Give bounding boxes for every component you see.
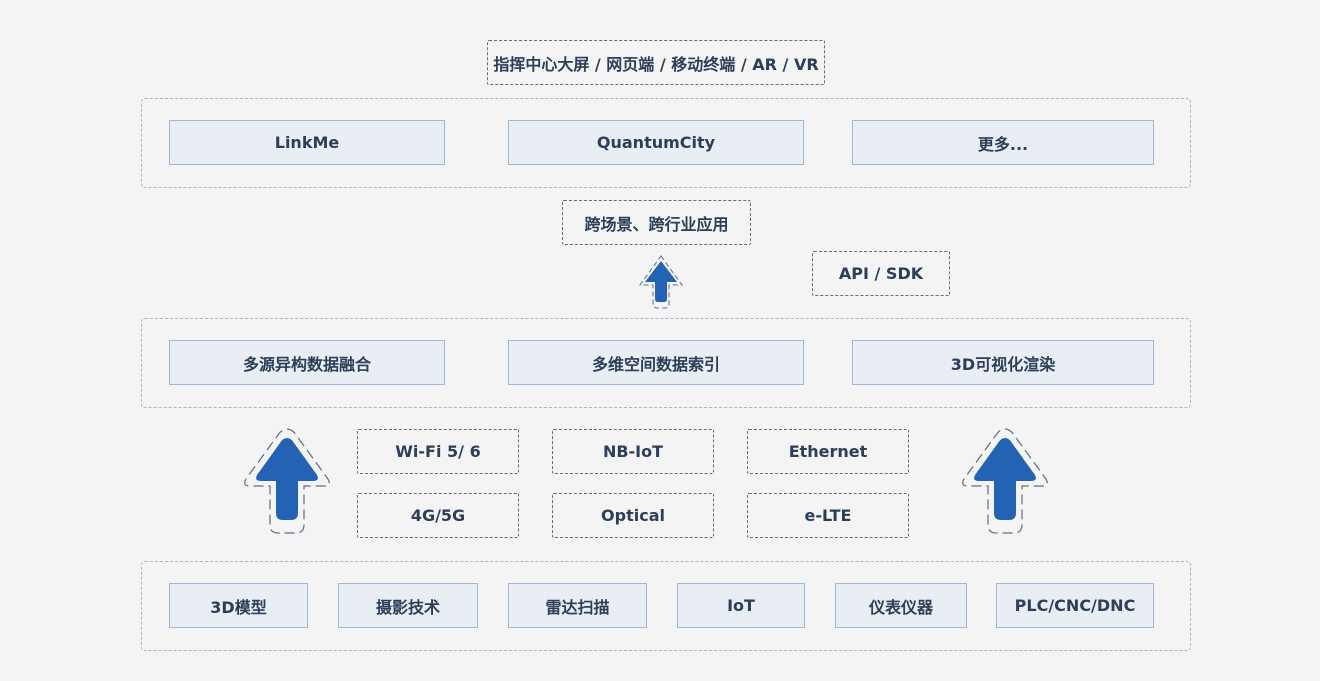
api-sdk-label: API / SDK (812, 251, 950, 296)
source-radar-scan[interactable]: 雷达扫描 (508, 583, 647, 628)
core-data-fusion[interactable]: 多源异构数据融合 (169, 340, 445, 385)
app-quantumcity[interactable]: QuantumCity (508, 120, 804, 165)
network-nb-iot: NB-IoT (552, 429, 714, 474)
core-spatial-index[interactable]: 多维空间数据索引 (508, 340, 804, 385)
source-3d-model[interactable]: 3D模型 (169, 583, 308, 628)
output-channels-label: 指挥中心大屏 / 网页端 / 移动终端 / AR / VR (487, 40, 825, 85)
app-linkme[interactable]: LinkMe (169, 120, 445, 165)
source-instruments[interactable]: 仪表仪器 (835, 583, 967, 628)
source-photography[interactable]: 摄影技术 (338, 583, 478, 628)
core-3d-rendering[interactable]: 3D可视化渲染 (852, 340, 1154, 385)
source-plc-cnc-dnc[interactable]: PLC/CNC/DNC (996, 583, 1154, 628)
network-optical: Optical (552, 493, 714, 538)
cross-scenario-label: 跨场景、跨行业应用 (562, 200, 751, 245)
up-arrow-icon (244, 428, 330, 534)
up-arrow-icon (962, 428, 1048, 534)
network-ethernet: Ethernet (747, 429, 909, 474)
network-wifi: Wi-Fi 5/ 6 (357, 429, 519, 474)
core-layer (141, 318, 1191, 408)
up-arrow-icon (639, 255, 683, 309)
application-layer (141, 98, 1191, 188)
network-4g-5g: 4G/5G (357, 493, 519, 538)
source-iot[interactable]: IoT (677, 583, 805, 628)
app-more[interactable]: 更多... (852, 120, 1154, 165)
data-source-layer (141, 561, 1191, 651)
network-e-lte: e-LTE (747, 493, 909, 538)
